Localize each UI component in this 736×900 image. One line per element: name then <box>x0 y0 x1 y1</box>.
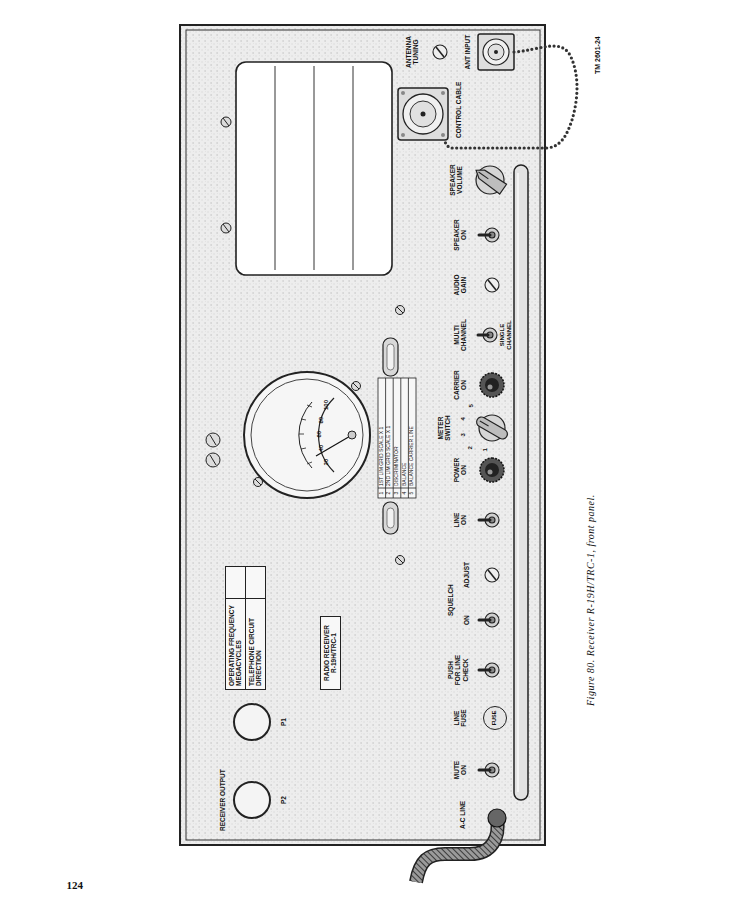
table-cell: 1ST LIM GRID SCALE X 1 <box>379 427 385 486</box>
jack-label: P2 <box>280 796 287 804</box>
handle-rail <box>514 165 528 800</box>
control-label: AUDIO GAIN <box>453 270 468 300</box>
control-label: ANT INPUT <box>464 35 471 70</box>
table-cell: BALANCE <box>402 463 408 486</box>
plate-field <box>226 567 245 598</box>
control-label: METER SWITCH <box>437 411 452 445</box>
pull-handles <box>383 338 398 534</box>
dial-nameplate: OPERATING FREQUENCY MEGACYCLESTELEPHONE … <box>225 566 266 690</box>
rotary-knobs <box>473 165 510 441</box>
table-cell: 5 <box>409 492 415 495</box>
figure-caption: Figure 80. Receiver R-19H/TRC-1, front p… <box>585 494 596 706</box>
control-label: PUSH FOR LINE CHECK <box>447 654 469 686</box>
control-label: MULTI CHANNEL <box>453 315 468 355</box>
meter-scale-number: 80 <box>318 417 325 424</box>
switch-position-number: 5 <box>468 404 475 407</box>
switch-position-number: 4 <box>460 417 467 420</box>
model-nameplate: RADIO RECEIVER R-19H/TRC-1 <box>320 616 341 690</box>
chart-window <box>236 62 392 275</box>
switch-position-number: 2 <box>467 446 474 449</box>
control-label: SPEAKER ON <box>453 217 468 253</box>
meter-table <box>378 378 416 498</box>
meter-scale-number: 60 <box>316 431 323 438</box>
control-label: LINE ON <box>453 509 468 531</box>
fuse-text: FUSE <box>492 711 498 726</box>
table-cell: DISCRIMINATOR <box>394 446 400 486</box>
table-cell: 2ND LIM GRID SCALE X 1 <box>386 426 392 486</box>
toggle-switches <box>478 228 499 777</box>
control-label: A-C LINE <box>459 801 466 829</box>
control-label: SQUELCH <box>447 584 454 616</box>
control-label: ON <box>463 615 470 625</box>
fuse-holder: FUSE <box>483 706 507 730</box>
figure-id: TM 2601-24 <box>594 36 602 74</box>
control-label: MUTE ON <box>453 759 468 781</box>
control-label: CARRIER ON <box>453 368 468 402</box>
output-jacks <box>234 704 270 818</box>
control-label: ADJUST <box>463 562 470 588</box>
plate-text: OPERATING FREQUENCY MEGACYCLES <box>226 598 245 689</box>
meter-scale-number: 100 <box>323 400 330 410</box>
switch-position-number: 1 <box>482 448 489 451</box>
panel-label: RECEIVER OUTPUT <box>219 769 226 831</box>
table-cell: 1 <box>379 492 385 495</box>
control-label: ANTENNA TUNING <box>405 32 420 72</box>
jack-label: P1 <box>280 718 287 726</box>
meter-scale-number: 40 <box>318 445 325 452</box>
table-cell: 4 <box>402 492 408 495</box>
plate-row: TELEPHONE CIRCUIT DIRECTION <box>246 567 265 689</box>
control-label: CONTROL CABLE <box>455 82 462 138</box>
meter <box>244 372 370 498</box>
plate-text: RADIO RECEIVER R-19H/TRC-1 <box>323 622 338 684</box>
meter-scale-number: 20 <box>323 459 330 466</box>
table-cell: 3 <box>394 492 400 495</box>
table-cell: BALANCE CARRIER LINE <box>409 426 415 486</box>
page-number: 124 <box>67 879 84 892</box>
plate-field <box>246 567 265 598</box>
front-panel <box>180 25 545 845</box>
panel-screws <box>206 117 405 565</box>
control-label: POWER ON <box>453 455 468 485</box>
control-label: SINGLE CHANNEL <box>499 315 513 355</box>
switch-position-number: 3 <box>460 433 467 436</box>
control-label: SPEAKER VOLUME <box>449 161 464 199</box>
table-cell: 2 <box>386 492 392 495</box>
plate-row: OPERATING FREQUENCY MEGACYCLES <box>226 567 246 689</box>
control-label: LINE FUSE <box>453 707 468 729</box>
plate-text: TELEPHONE CIRCUIT DIRECTION <box>246 598 265 689</box>
